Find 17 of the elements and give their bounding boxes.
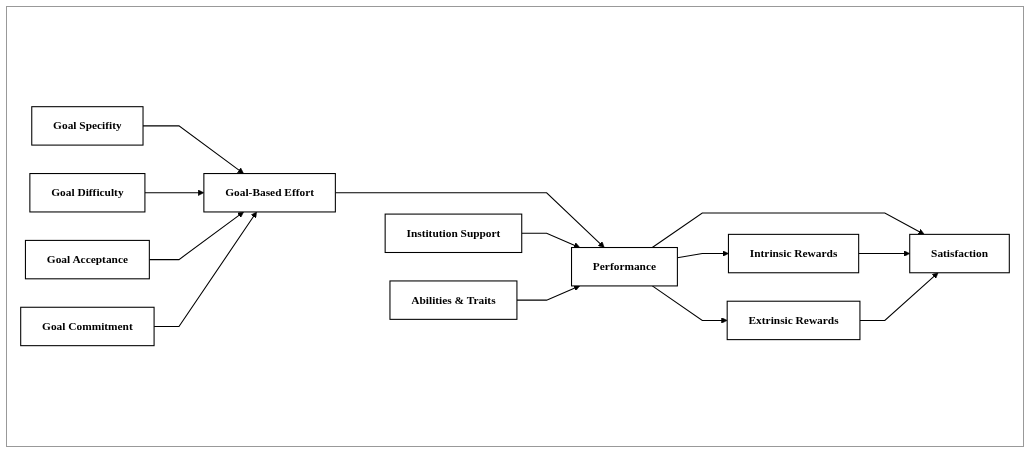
- node-box: Abilities & Traits: [389, 280, 518, 321]
- node-box: Goal Acceptance: [24, 240, 150, 280]
- node-box: Institution Support: [384, 213, 523, 254]
- node-box: Goal Commitment: [20, 307, 155, 347]
- node-box: Satisfaction: [909, 234, 1010, 274]
- node-box: Extrinsic Rewards: [726, 301, 861, 341]
- arrow: [859, 272, 939, 322]
- node-box: Intrinsic Rewards: [727, 234, 860, 274]
- arrow: [651, 212, 925, 249]
- arrow: [858, 250, 910, 257]
- node-box: Goal-Based Effort: [203, 173, 336, 213]
- node-box: Goal Difficulty: [29, 173, 146, 213]
- arrow: [651, 285, 728, 324]
- node-box: Goal Specifity: [31, 106, 144, 146]
- arrow: [521, 233, 581, 249]
- arrow: [516, 285, 581, 301]
- node-box: Performance: [571, 247, 678, 287]
